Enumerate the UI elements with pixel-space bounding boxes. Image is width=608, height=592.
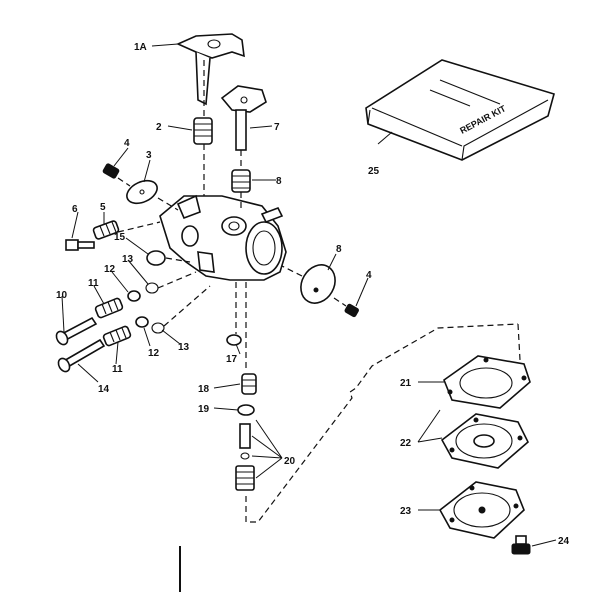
part-7-choke-shaft (220, 85, 267, 151)
part-6-plate-right (300, 264, 336, 304)
label-8-upper: 8 (276, 176, 282, 187)
label-6-left: 6 (72, 204, 78, 215)
part-12-washer-lower (135, 316, 149, 328)
label-8-right: 8 (336, 244, 342, 255)
label-13-lower: 13 (178, 342, 190, 353)
label-2: 2 (156, 122, 162, 133)
part-21-gasket (443, 355, 531, 409)
label-14: 14 (98, 384, 110, 395)
label-11-lower: 11 (112, 364, 123, 375)
label-4-right: 4 (366, 270, 372, 281)
label-20: 20 (284, 456, 296, 467)
label-12-lower: 12 (148, 348, 160, 359)
label-19: 19 (198, 404, 210, 415)
part-2-spring (193, 117, 213, 145)
part-18-spring (241, 373, 257, 395)
part-3-throttle-plate (126, 179, 158, 205)
label-3: 3 (146, 150, 152, 161)
label-21: 21 (400, 378, 412, 389)
label-7: 7 (274, 122, 280, 133)
part-8-spring (231, 169, 251, 193)
part-12-washer-upper (127, 290, 141, 302)
part-1a-throttle-bracket (176, 33, 245, 106)
part-11-spring-lower (102, 325, 132, 347)
part-10-needle-screw (55, 316, 98, 346)
label-24: 24 (558, 536, 570, 547)
leader-lines (61, 43, 557, 547)
part-4-screw-upper (102, 163, 120, 179)
label-10: 10 (56, 290, 68, 301)
carburetor-body (159, 194, 287, 281)
part-6-screw-left (65, 239, 95, 251)
label-5: 5 (100, 202, 106, 213)
part-number-labels: 1A 2 3 4 6 5 7 8 15 13 12 11 10 12 13 11… (56, 42, 570, 547)
label-11-upper: 11 (88, 278, 99, 289)
assembly-dashed-lines (117, 60, 521, 523)
label-18: 18 (198, 384, 210, 395)
part-23-diaphragm-cover (438, 481, 525, 539)
part-22-diaphragm (440, 413, 529, 469)
label-13-upper: 13 (122, 254, 134, 265)
label-23: 23 (400, 506, 412, 517)
label-22: 22 (400, 438, 412, 449)
label-12-upper: 12 (104, 264, 116, 275)
part-5-spring (92, 220, 120, 240)
part-19-washer (237, 404, 255, 416)
label-15: 15 (114, 232, 126, 243)
part-17-plug (226, 334, 242, 346)
part-13-o-ring-upper (145, 282, 159, 294)
part-14-needle-screw (57, 338, 106, 373)
part-20-needle-assembly (235, 423, 255, 491)
part-24-screw (511, 535, 531, 555)
part-13-o-ring-lower (151, 322, 165, 334)
part-11-spring-upper (94, 297, 124, 319)
label-17: 17 (226, 354, 238, 365)
label-25: 25 (368, 166, 380, 177)
part-15-welch-plug (146, 250, 166, 266)
label-1a: 1A (134, 42, 147, 53)
part-25-repair-kit-box: REPAIR KIT (365, 59, 555, 161)
part-4-screw-right (344, 303, 359, 318)
label-4-upper: 4 (124, 138, 130, 149)
